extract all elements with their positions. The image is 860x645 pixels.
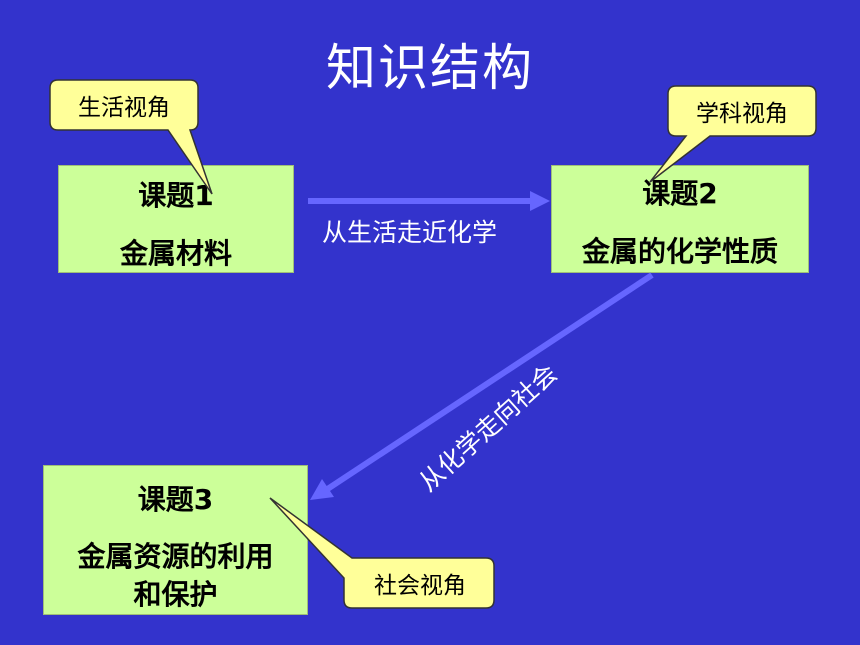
- callout-society-view: [269, 497, 495, 609]
- page-title: 知识结构: [326, 39, 534, 97]
- arrow-life-to-chem: [308, 191, 550, 211]
- topic3-heading: 课题3: [137, 483, 214, 516]
- arrow-chem-to-society: [310, 272, 654, 500]
- topic1-heading: 课题1: [138, 179, 214, 212]
- callout-life-label: 生活视角: [78, 95, 170, 121]
- topic3-subject: 金属资源的利用 和保护: [44, 538, 307, 614]
- topic1-box: 课题1 金属材料: [58, 165, 294, 273]
- callout-science-label: 学科视角: [696, 101, 788, 127]
- topic3-subject-line2: 和保护: [133, 578, 218, 611]
- topic2-subject: 金属的化学性质: [581, 235, 778, 268]
- topic2-heading: 课题2: [642, 177, 718, 210]
- topic3-box: 课题3 金属资源的利用 和保护: [43, 465, 308, 615]
- topic3-subject-line1: 金属资源的利用: [77, 540, 274, 573]
- topic2-box: 课题2 金属的化学性质: [551, 165, 809, 273]
- topic1-subject: 金属材料: [119, 237, 232, 270]
- arrow-label-life-to-chem: 从生活走近化学: [322, 218, 498, 247]
- callout-science-view: [649, 85, 817, 183]
- callout-life-view: [49, 79, 213, 195]
- callout-society-label: 社会视角: [374, 573, 466, 599]
